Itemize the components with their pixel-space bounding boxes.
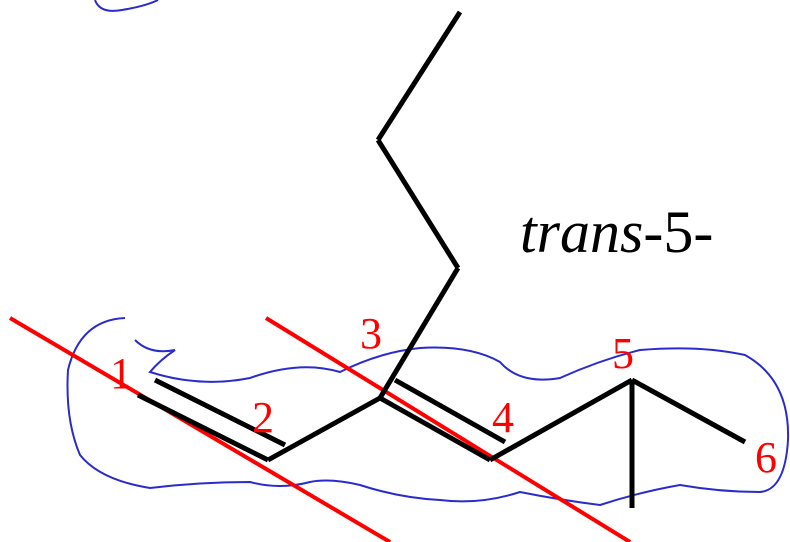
carbon-number-2: 2 <box>252 393 274 442</box>
bond-c1-c2-double <box>153 377 287 448</box>
bond-propyl-3 <box>375 10 463 142</box>
blue-loop-chain <box>66 317 790 507</box>
bond-c5-c6 <box>630 377 747 445</box>
compound-name: trans-5- <box>520 199 713 265</box>
carbon-number-4: 4 <box>492 393 514 442</box>
bond-c2-c3 <box>266 395 382 463</box>
compound-name-suffix: -5- <box>643 199 713 265</box>
bond-c1-c2 <box>136 392 270 463</box>
bond-c4-c5 <box>488 377 634 463</box>
red-cut-lines <box>8 316 632 542</box>
bond-c3-propyl-1 <box>377 266 461 400</box>
blue-annotation-group <box>66 0 790 507</box>
blue-scribble-top-left <box>94 0 159 12</box>
carbon-number-5: 5 <box>612 329 634 378</box>
carbon-number-6: 6 <box>755 433 777 482</box>
cut-line-right <box>264 316 632 542</box>
bond-c3-c4-double <box>393 377 507 445</box>
skeletal-bonds <box>136 10 747 508</box>
carbon-number-labels: 1 2 3 4 5 6 <box>110 309 777 482</box>
carbon-number-1: 1 <box>110 349 132 398</box>
compound-name-prefix: trans <box>520 199 643 265</box>
bond-propyl-2 <box>375 138 461 270</box>
bond-c3-c4 <box>378 395 492 463</box>
carbon-number-3: 3 <box>360 309 382 358</box>
cut-line-left <box>8 316 392 542</box>
